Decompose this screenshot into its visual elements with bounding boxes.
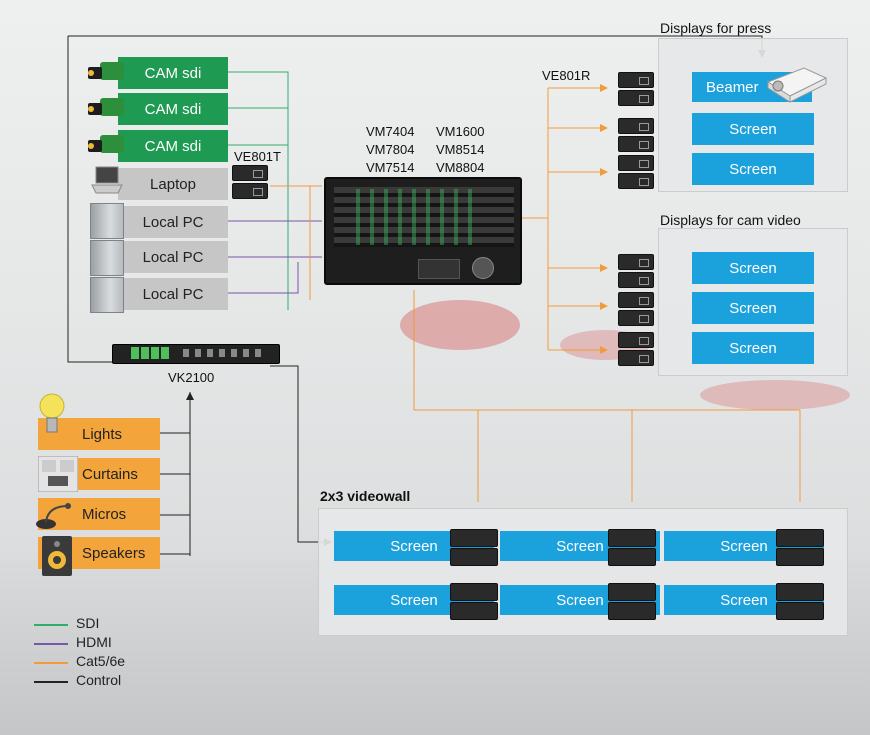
receiver-device: [618, 272, 654, 288]
matrix-model-label: VM7804: [366, 142, 415, 157]
legend-swatch-cat: [34, 662, 68, 664]
desktop-pc-icon: [90, 240, 124, 276]
videowall-receiver: [450, 529, 498, 547]
receiver-device: [618, 155, 654, 171]
light-bulb-icon: [39, 393, 65, 433]
background-red-chair: [400, 300, 520, 350]
videowall-title: 2x3 videowall: [320, 488, 411, 504]
source-local-pc-2: Local PC: [118, 241, 228, 273]
legend-label-sdi: SDI: [76, 615, 100, 631]
cat-wire: [413, 290, 800, 411]
transmitter-device: [232, 165, 268, 181]
videowall-receiver: [608, 529, 656, 547]
receiver-device: [618, 292, 654, 308]
microphone-icon: [36, 503, 71, 529]
control-unit: [112, 344, 280, 364]
videowall-receiver: [608, 583, 656, 601]
videowall-receiver: [450, 583, 498, 601]
receiver-device: [618, 72, 654, 88]
device-lights: Lights: [38, 418, 160, 450]
cam-panel-title: Displays for cam video: [660, 212, 801, 228]
control-unit-label: VK2100: [168, 370, 215, 385]
legend-label-cat: Cat5/6e: [76, 653, 126, 669]
source-local-pc-1: Local PC: [118, 206, 228, 238]
source-camera-2: CAM sdi: [118, 93, 228, 125]
receiver-device: [618, 90, 654, 106]
cam-screen: Screen: [692, 292, 814, 324]
videowall-receiver: [776, 583, 824, 601]
source-laptop: Laptop: [118, 168, 228, 200]
control-wire-top: [67, 36, 120, 363]
transmitter-label: VE801T: [234, 149, 281, 164]
camera-icon: [88, 135, 124, 153]
legend-swatch-hdmi: [34, 643, 68, 645]
press-screen: Screen: [692, 153, 814, 185]
videowall-receiver: [608, 602, 656, 620]
receiver-device: [618, 118, 654, 134]
source-camera-1: CAM sdi: [118, 57, 228, 89]
press-screen: Screen: [692, 113, 814, 145]
legend-swatch-control: [34, 681, 68, 683]
matrix-model-label: VM1600: [436, 124, 485, 139]
legend-swatch-sdi: [34, 624, 68, 626]
camera-icon: [88, 98, 124, 116]
projector-icon: [766, 67, 828, 103]
laptop-icon: [91, 166, 123, 194]
receiver-label: VE801R: [542, 68, 591, 83]
receiver-device: [618, 136, 654, 152]
background-red-chair: [700, 380, 850, 410]
receiver-device: [618, 310, 654, 326]
transmitter-device: [232, 183, 268, 199]
matrix-switcher: [324, 177, 522, 285]
control-wire: [270, 365, 324, 543]
matrix-model-label: VM8514: [436, 142, 485, 157]
legend-label-control: Control: [76, 672, 122, 688]
press-panel-title: Displays for press: [660, 20, 772, 36]
videowall-receiver: [776, 602, 824, 620]
receiver-device: [618, 254, 654, 270]
receiver-device: [618, 332, 654, 348]
videowall-panel: [318, 508, 848, 636]
device-micros: Micros: [38, 498, 160, 530]
source-local-pc-3: Local PC: [118, 278, 228, 310]
sdi-wire: [228, 71, 289, 310]
receiver-device: [618, 350, 654, 366]
videowall-receiver: [776, 529, 824, 547]
hdmi-wire: [228, 262, 299, 294]
desktop-pc-icon: [90, 203, 124, 239]
source-camera-3: CAM sdi: [118, 130, 228, 162]
videowall-receiver: [776, 548, 824, 566]
matrix-model-label: VM7514: [366, 160, 415, 175]
camera-icon: [88, 62, 124, 80]
desktop-pc-icon: [90, 277, 124, 313]
speaker-icon: [42, 536, 72, 576]
videowall-receiver: [608, 548, 656, 566]
videowall-receiver: [450, 602, 498, 620]
cam-screen: Screen: [692, 332, 814, 364]
cam-screen: Screen: [692, 252, 814, 284]
legend-label-hdmi: HDMI: [76, 634, 112, 650]
videowall-receiver: [450, 548, 498, 566]
curtains-icon: [38, 456, 78, 492]
matrix-model-label: VM8804: [436, 160, 485, 175]
receiver-device: [618, 173, 654, 189]
matrix-model-label: VM7404: [366, 124, 415, 139]
